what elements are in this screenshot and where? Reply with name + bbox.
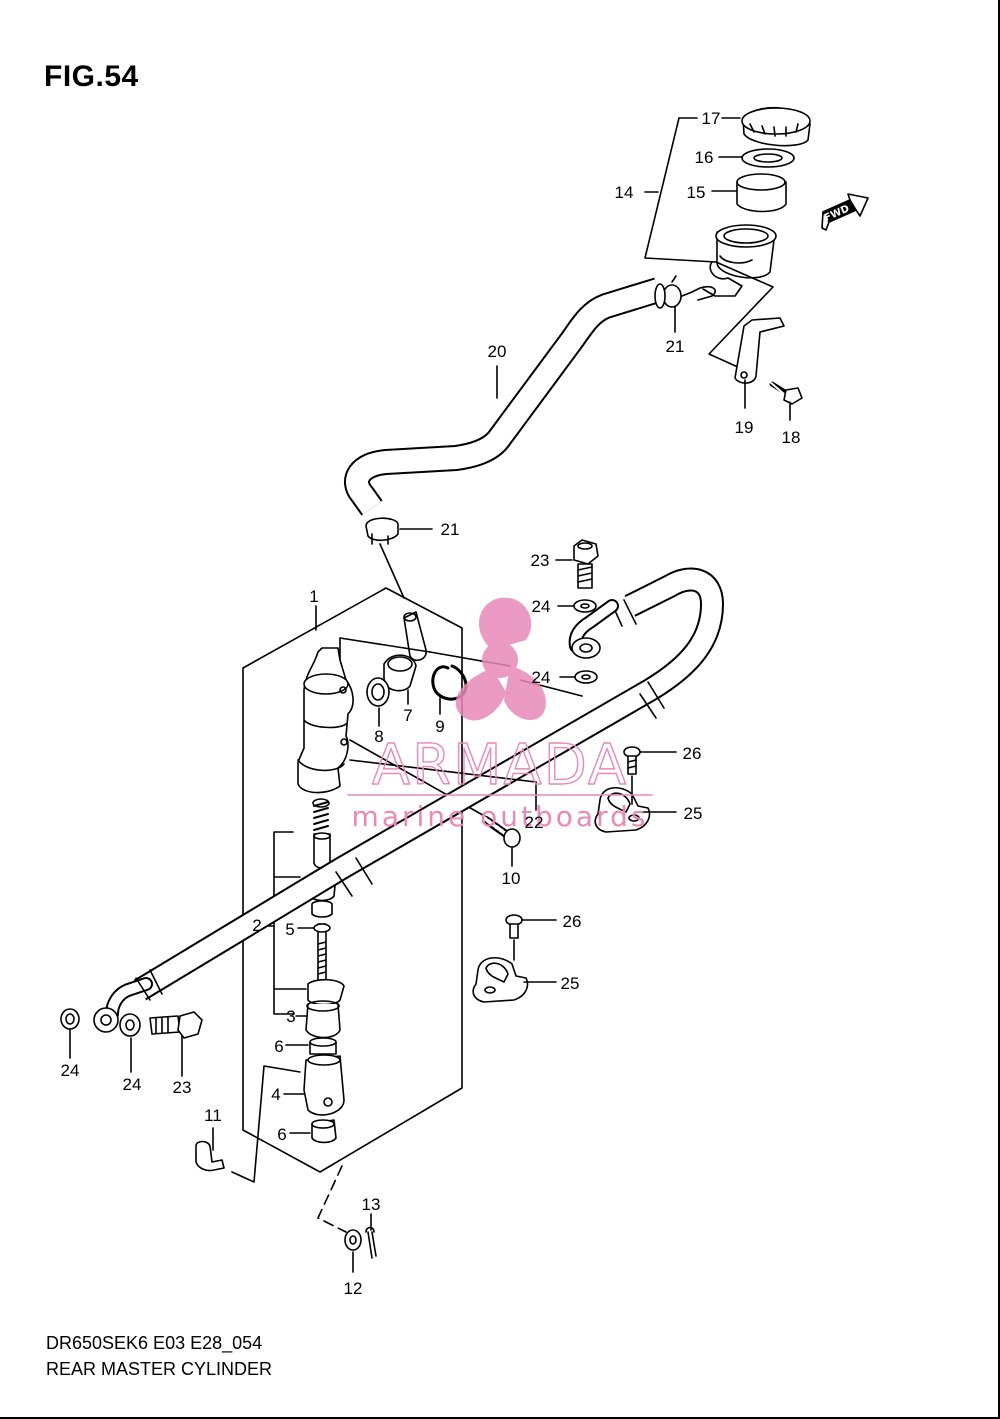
callout-24-d: 24 (123, 1075, 142, 1094)
reservoir-tank-14 (702, 224, 777, 297)
callout-21-top: 21 (666, 337, 685, 356)
union-bolt-23-lower (149, 1011, 203, 1039)
o-ring-8 (366, 677, 390, 707)
figure-code: DR650SEK6 E03 E28_054 (46, 1333, 263, 1353)
washer-24-c (60, 1008, 80, 1030)
leader-hose-to-cylinder (379, 543, 405, 599)
screw-26-lower (505, 914, 523, 939)
connector-7 (383, 654, 417, 692)
callout-6-lower: 6 (277, 1125, 286, 1144)
washer-24-d (119, 1013, 141, 1037)
push-rod-5 (313, 923, 331, 987)
group-1-outline (242, 587, 463, 1173)
figure-title: FIG.54 (44, 60, 139, 93)
callout-21-lower: 21 (441, 520, 460, 539)
callout-2: 2 (252, 916, 261, 935)
diaphragm-15 (736, 173, 787, 213)
callout-20: 20 (488, 342, 507, 361)
callout-6-upper: 6 (274, 1037, 283, 1056)
leader-group-1-top-b (339, 637, 431, 653)
callout-11: 11 (204, 1106, 222, 1125)
callout-23-lower: 23 (173, 1078, 192, 1097)
callout-26-lower: 26 (563, 912, 582, 931)
callout-12: 12 (344, 1279, 363, 1298)
washer-24-b (574, 670, 598, 684)
callout-13: 13 (362, 1195, 381, 1214)
hose-clamp-21-lower (365, 517, 399, 545)
callout-labels: 17 16 15 14 20 21 19 18 21 23 24 24 1 7 … (61, 109, 801, 1298)
figure-subtitle: REAR MASTER CYLINDER (46, 1359, 273, 1379)
cotter-pin-13 (365, 1226, 377, 1259)
brake-hose-22 (133, 567, 724, 1001)
callout-8: 8 (374, 727, 383, 746)
callout-16: 16 (695, 148, 714, 167)
callout-9: 9 (435, 717, 444, 736)
reservoir-cap-17 (741, 106, 811, 147)
callout-22: 22 (525, 813, 544, 832)
leader-22b (349, 759, 537, 783)
watermark-tagline: marine outboards (352, 800, 649, 833)
nut-6-upper (309, 1037, 337, 1055)
callout-15: 15 (687, 183, 706, 202)
callout-4: 4 (271, 1085, 280, 1104)
leader-cotter-group (317, 1165, 347, 1233)
boot-3 (305, 978, 345, 1039)
union-bolt-23-upper (573, 539, 599, 589)
washer-12 (344, 1229, 362, 1251)
hose-guide-25-upper (594, 787, 651, 833)
clevis-pin-11 (195, 1140, 225, 1172)
inlet-connector (403, 611, 427, 662)
diaphragm-plate-16 (741, 148, 795, 168)
callout-18: 18 (782, 428, 801, 447)
reservoir-hose-20 (344, 277, 666, 516)
callout-24-b: 24 (532, 668, 551, 687)
callout-7: 7 (403, 706, 412, 725)
hose-guide-25-lower (472, 957, 529, 1003)
spring (312, 798, 330, 831)
callout-19: 19 (735, 418, 754, 437)
watermark-name: ARMADA (372, 733, 628, 798)
clevis-4 (303, 1054, 345, 1116)
watermark-logo-icon (455, 597, 546, 721)
callout-3: 3 (286, 1007, 295, 1026)
bolt-18 (769, 381, 803, 405)
screw-26-upper (623, 746, 641, 775)
hose-clamp-21-top (662, 275, 716, 308)
washer-24-a (573, 599, 597, 613)
master-cylinder-body-1 (297, 647, 354, 794)
callout-1: 1 (309, 587, 318, 606)
callout-10: 10 (502, 869, 521, 888)
banjo-upper (568, 599, 619, 659)
circlip-9 (431, 664, 468, 701)
nut-6-lower (311, 1119, 337, 1144)
banjo-lower (93, 969, 163, 1033)
fwd-arrow-icon (821, 193, 869, 231)
callout-5: 5 (285, 920, 294, 939)
bolt-10 (482, 816, 521, 848)
callout-17: 17 (702, 109, 721, 128)
leader-pin-11 (231, 1065, 301, 1183)
callout-24-c: 24 (61, 1061, 80, 1080)
group-14-bracket (644, 117, 774, 369)
callout-24-a: 24 (532, 597, 551, 616)
callout-25-upper: 25 (684, 804, 703, 823)
reservoir-bracket-19 (734, 317, 785, 384)
callout-14: 14 (615, 183, 634, 202)
callout-25-lower: 25 (561, 974, 580, 993)
callout-26-upper: 26 (683, 744, 702, 763)
callout-23-upper: 23 (531, 551, 550, 570)
